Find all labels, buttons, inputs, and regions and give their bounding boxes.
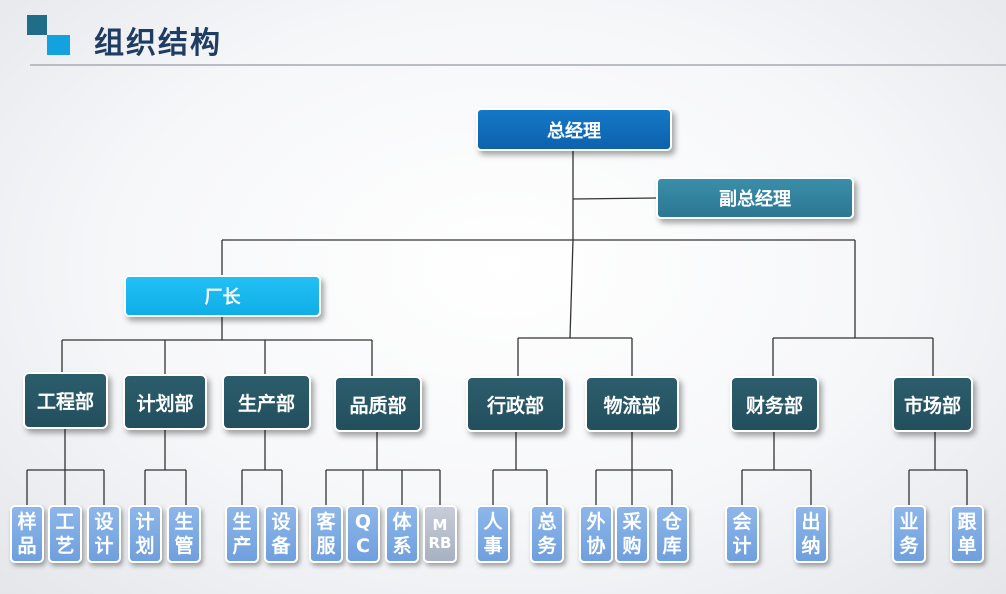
- unit-box: 客服: [309, 505, 343, 563]
- unit-label: 跟单: [957, 511, 977, 557]
- title-divider: [30, 64, 1006, 66]
- unit-box: 人事: [476, 505, 510, 563]
- title-deco-square: [47, 35, 70, 55]
- unit-label: 总务: [537, 511, 557, 557]
- unit-box: QC: [346, 505, 380, 563]
- unit-label: 计划: [135, 511, 155, 557]
- unit-box: 总务: [530, 505, 564, 563]
- unit-box: 业务: [892, 505, 926, 563]
- title-deco-square: [27, 15, 47, 35]
- dept-administration: 行政部: [466, 376, 565, 432]
- connector-line: [572, 197, 659, 200]
- unit-box: 跟单: [950, 505, 984, 563]
- factory-manager-box: 厂长: [124, 275, 321, 317]
- unit-label: 工艺: [55, 511, 75, 557]
- unit-label: 外协: [586, 511, 606, 557]
- dept-planning: 计划部: [123, 374, 207, 430]
- unit-box: 会计: [725, 505, 759, 563]
- unit-label: 客服: [316, 511, 336, 557]
- unit-box: 计划: [128, 505, 162, 563]
- page-title: 组织结构: [94, 26, 222, 61]
- unit-box: 样品: [10, 505, 44, 563]
- unit-label: 业务: [899, 511, 919, 557]
- dept-logistics: 物流部: [585, 376, 679, 432]
- connector-line: [569, 239, 574, 339]
- deputy-general-manager-box: 副总经理: [656, 177, 854, 219]
- dept-finance: 财务部: [730, 376, 819, 432]
- unit-label: 仓库: [662, 511, 682, 557]
- unit-label: 出纳: [801, 511, 821, 557]
- unit-box: MRB: [423, 505, 457, 563]
- unit-label: QC: [354, 511, 372, 557]
- general-manager-box: 总经理: [476, 108, 672, 151]
- unit-label: 设备: [271, 511, 291, 557]
- unit-box: 工艺: [48, 505, 82, 563]
- unit-label: 生产: [232, 511, 252, 557]
- unit-label: 设计: [94, 511, 114, 557]
- dept-production: 生产部: [222, 374, 311, 430]
- unit-box: 生管: [167, 505, 201, 563]
- dept-quality: 品质部: [334, 376, 422, 432]
- unit-box: 外协: [579, 505, 613, 563]
- unit-box: 生产: [225, 505, 259, 563]
- unit-box: 设备: [264, 505, 298, 563]
- unit-label: 生管: [174, 511, 194, 557]
- unit-box: 仓库: [655, 505, 689, 563]
- unit-box: 出纳: [794, 505, 828, 563]
- unit-label: 体系: [392, 511, 412, 557]
- unit-box: 采购: [615, 505, 649, 563]
- dept-engineering: 工程部: [23, 372, 108, 429]
- unit-label: 采购: [622, 511, 642, 557]
- unit-label: 样品: [17, 511, 37, 557]
- unit-label: 会计: [732, 511, 752, 557]
- unit-box: 体系: [385, 505, 419, 563]
- unit-box: 设计: [87, 505, 121, 563]
- dept-marketing: 市场部: [892, 376, 973, 432]
- unit-label: 人事: [483, 511, 503, 557]
- unit-label: MRB: [428, 516, 452, 552]
